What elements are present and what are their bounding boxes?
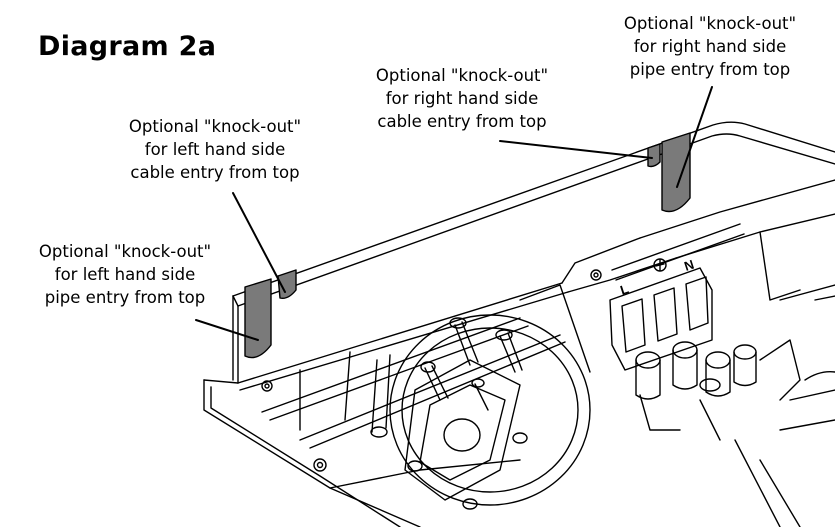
callout-left-pipe: Optional "knock-out" for left hand side … [15,240,235,309]
callout-line: cable entry from top [377,112,547,131]
terminal-label-n: N [682,257,696,274]
callout-right-pipe: Optional "knock-out" for right hand side… [600,12,820,81]
callout-line: Optional "knock-out" [128,117,302,136]
callout-right-cable: Optional "knock-out" for right hand side… [352,64,572,133]
leader-right-pipe [676,86,713,188]
tray-front-wall [237,237,677,431]
callout-line: cable entry from top [130,163,300,182]
callout-line: for left hand side [144,140,286,159]
mounting-post [370,354,391,438]
leader-left-cable [232,192,286,293]
thermostat-disc [389,314,591,506]
callout-line: Optional "knock-out" [38,242,212,261]
diagram-title: Diagram 2a [38,31,217,62]
thermostat-body [404,317,528,510]
callout-line: pipe entry from top [629,60,791,79]
knockout-right-pipe [661,132,691,213]
callout-line: Optional "knock-out" [375,66,549,85]
knockouts [244,132,691,359]
leader-left-pipe [195,319,259,341]
knockout-right-cable [647,143,661,168]
callout-left-cable: Optional "knock-out" for left hand side … [105,115,325,184]
callout-line: for right hand side [633,37,787,56]
leader-right-cable [499,140,653,159]
callout-line: pipe entry from top [44,288,206,307]
leader-lines [195,86,713,341]
callout-line: Optional "knock-out" [623,14,797,33]
callout-line: for right hand side [385,89,539,108]
terminal-block [609,267,801,441]
terminal-label-l: L [618,281,630,298]
lid-rim [203,121,835,527]
knockout-left-cable [277,269,297,300]
knockout-left-pipe [244,278,272,359]
screw-bosses [261,269,602,472]
right-housing [639,179,835,527]
label-strip [611,223,745,281]
callout-line: for left hand side [54,265,196,284]
